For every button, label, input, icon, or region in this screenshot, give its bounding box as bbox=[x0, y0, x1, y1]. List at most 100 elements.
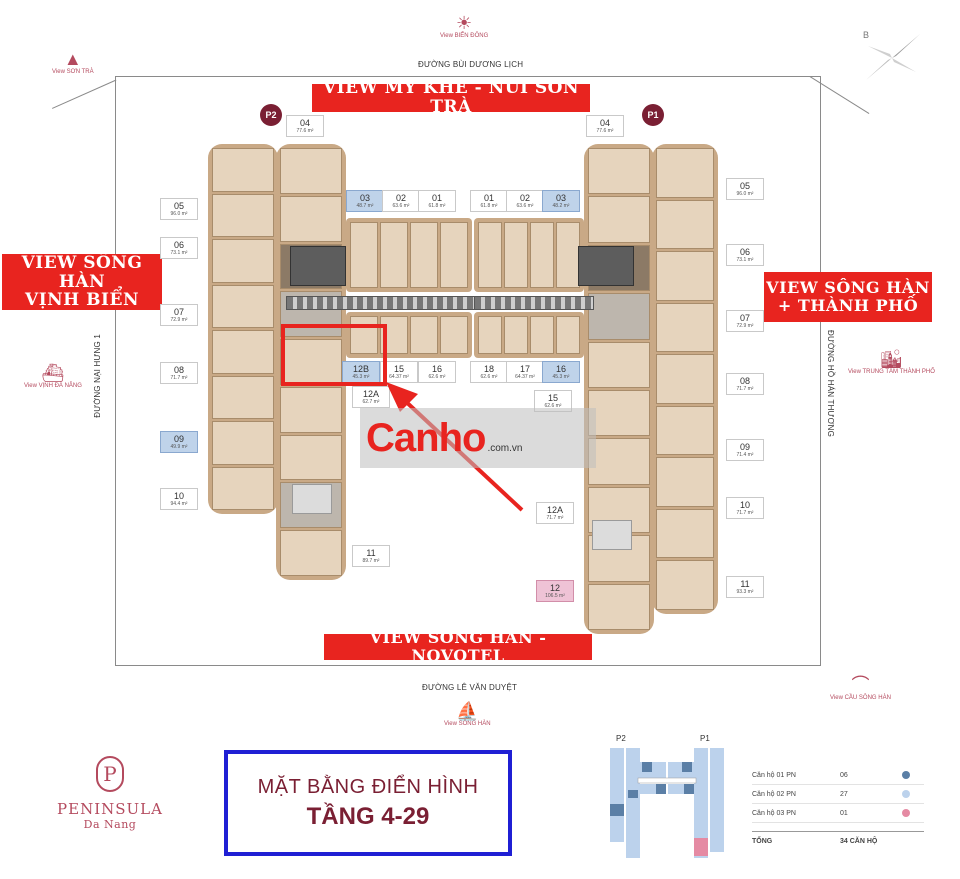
compass-north-letter: B bbox=[863, 30, 870, 40]
view-trung-tam-mark: 🏙 View TRUNG TÂM THÀNH PHỐ bbox=[848, 349, 935, 375]
tower-p2-south-arm bbox=[346, 312, 472, 358]
unit-number: 12B bbox=[352, 364, 369, 374]
unit-area: 96.0 m² bbox=[736, 191, 754, 197]
view-banner-left-line2: VỊNH BIỂN bbox=[25, 290, 139, 311]
legend-total-label: TỔNG bbox=[752, 837, 773, 845]
unit-area: 71.7 m² bbox=[736, 510, 754, 516]
unit-area: 73.1 m² bbox=[736, 257, 754, 263]
unit-area: 93.3 m² bbox=[736, 589, 754, 595]
unit-number: 18 bbox=[483, 364, 494, 374]
tower-badge-p2: P2 bbox=[260, 104, 282, 126]
unit-number: 02 bbox=[519, 193, 530, 203]
legend-row-name: Căn hộ 02 PN bbox=[752, 790, 796, 798]
unit-number: 07 bbox=[173, 307, 184, 317]
unit-area: 71.7 m² bbox=[170, 375, 188, 381]
tower-badge-p1: P1 bbox=[642, 104, 664, 126]
unit-area: 62.7 m² bbox=[362, 399, 380, 405]
tower-p1-east-wing bbox=[652, 144, 718, 614]
unit-area: 45.3 m² bbox=[552, 374, 570, 380]
unit-area: 49.9 m² bbox=[170, 444, 188, 450]
unit-area: 72.9 m² bbox=[170, 317, 188, 323]
unit-number: 05 bbox=[739, 181, 750, 191]
view-banner-top: VIEW MỸ KHÊ - NÚI SƠN TRÀ bbox=[312, 79, 590, 116]
view-banner-left: VIEW SÔNG HÀN VỊNH BIỂN bbox=[2, 254, 162, 310]
floorplan-floors: TẦNG 4-29 bbox=[306, 802, 430, 830]
elevator-core-p2 bbox=[290, 246, 346, 286]
legend-row-swatch bbox=[902, 790, 910, 798]
logo-city: Da Nang bbox=[83, 818, 137, 831]
view-banner-right-line1: VIEW SÔNG HÀN bbox=[766, 278, 930, 298]
logo-mark: P bbox=[96, 756, 124, 792]
unit-number: 16 bbox=[431, 364, 442, 374]
mini-plan-label-p2: P2 bbox=[616, 734, 626, 743]
sailboat-icon: ⛵ bbox=[456, 701, 479, 721]
legend-row-swatch bbox=[902, 809, 910, 817]
view-banner-right: VIEW SÔNG HÀN + THÀNH PHỐ bbox=[764, 272, 932, 322]
unit-number: 08 bbox=[739, 376, 750, 386]
unit-number: 03 bbox=[359, 193, 370, 203]
unit-area: 61.8 m² bbox=[480, 203, 498, 209]
view-banner-bottom: VIEW SÔNG HÀN - NOVOTEL bbox=[324, 629, 592, 664]
street-left-label: ĐƯỜNG NẠI HƯNG 1 bbox=[93, 334, 102, 418]
unit-number: 06 bbox=[739, 247, 750, 257]
mountain-icon: ▲ bbox=[63, 49, 82, 69]
unit-number: 09 bbox=[173, 434, 184, 444]
unit-area: 45.3 m² bbox=[352, 374, 370, 380]
unit-number: 09 bbox=[739, 442, 750, 452]
peninsula-logo: P PENINSULA Da Nang bbox=[50, 756, 170, 846]
view-song-han-mark: ⛵ View SÔNG HÀN bbox=[444, 701, 491, 727]
watermark: Canho .com.vn bbox=[360, 408, 596, 468]
tower-p1-south-arm bbox=[474, 312, 584, 358]
street-top-label: ĐƯỜNG BÙI DƯƠNG LỊCH bbox=[418, 60, 524, 69]
sunrise-icon: ☀ bbox=[456, 13, 473, 33]
central-corridor-p2 bbox=[286, 296, 476, 310]
central-corridor-p1 bbox=[474, 296, 594, 310]
unit-area: 71.7 m² bbox=[546, 515, 564, 521]
unit-area: 77.6 m² bbox=[596, 128, 614, 134]
view-son-tra-mark: ▲ View SƠN TRÀ bbox=[52, 49, 94, 75]
unit-number: 04 bbox=[599, 118, 610, 128]
unit-number: 11 bbox=[366, 548, 376, 558]
unit-number: 05 bbox=[173, 201, 184, 211]
unit-area: 73.1 m² bbox=[170, 250, 188, 256]
unit-area: 94.4 m² bbox=[170, 501, 188, 507]
unit-area: 48.7 m² bbox=[356, 203, 374, 209]
unit-area: 89.7 m² bbox=[362, 558, 380, 564]
floorplan-title-box: MẶT BẰNG ĐIỂN HÌNH TẦNG 4-29 bbox=[224, 750, 512, 856]
site-boundary bbox=[115, 76, 821, 666]
watermark-sub-text: .com.vn bbox=[487, 442, 523, 454]
legend-total-row: TỔNG 34 CĂN HỘ bbox=[752, 831, 924, 850]
unit-number: 11 bbox=[740, 579, 750, 589]
unit-number: 15 bbox=[547, 393, 558, 403]
unit-area: 106.5 m² bbox=[545, 593, 565, 599]
legend-row-count: 06 bbox=[840, 771, 848, 779]
logo-brand: PENINSULA bbox=[57, 800, 163, 818]
highlighted-unit-12b-frame bbox=[281, 324, 387, 386]
watermark-main-text: Canho bbox=[366, 415, 486, 460]
unit-area: 63.6 m² bbox=[516, 203, 534, 209]
unit-area: 62.6 m² bbox=[544, 403, 562, 409]
legend-total-value: 34 CĂN HỘ bbox=[840, 837, 878, 845]
unit-number: 07 bbox=[739, 313, 750, 323]
view-bien-dong-mark: ☀ View BIỂN ĐÔNG bbox=[440, 13, 489, 39]
unit-number: 01 bbox=[483, 193, 494, 203]
unit-area: 61.8 m² bbox=[428, 203, 446, 209]
view-cau-song-han-mark: ⌒ View CẦU SÔNG HÀN bbox=[830, 675, 891, 701]
unit-area: 71.4 m² bbox=[736, 452, 754, 458]
